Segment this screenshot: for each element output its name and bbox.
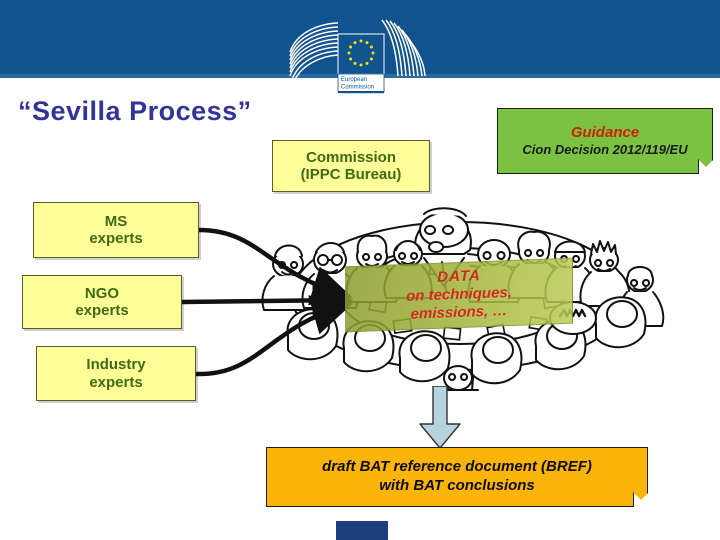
industry-experts-line1: Industry — [86, 356, 146, 374]
ngo-experts-line2: experts — [75, 302, 129, 319]
commission-box: Commission (IPPC Bureau) — [272, 140, 430, 192]
bref-box: draft BAT reference document (BREF) with… — [266, 447, 648, 507]
bref-text: draft BAT reference document (BREF) with… — [266, 447, 648, 507]
guidance-box: Guidance Cion Decision 2012/119/EU — [497, 108, 713, 174]
bref-line2: with BAT conclusions — [379, 477, 535, 494]
industry-experts-line2: experts — [89, 373, 143, 391]
guidance-subtitle: Cion Decision 2012/119/EU — [522, 142, 688, 158]
data-line1: DATA — [437, 267, 481, 287]
arrow-ms-to-data — [198, 227, 353, 306]
commission-line1: Commission — [305, 148, 396, 166]
ms-experts-line1: MS — [104, 212, 128, 230]
industry-experts-box: Industry experts — [36, 346, 196, 401]
bref-line1: draft BAT reference document (BREF) — [322, 458, 592, 476]
ms-experts-line2: experts — [89, 230, 143, 247]
bref-sheet — [266, 447, 648, 507]
logo-line2: Commission — [341, 85, 374, 91]
connector-arrows — [0, 150, 720, 440]
ms-experts-box: MS experts — [33, 202, 199, 258]
ngo-experts-line1: NGO — [84, 284, 120, 302]
arrow-industry-to-data — [195, 295, 353, 377]
european-commission-logo: European Commission — [286, 12, 436, 94]
logo-line1: European — [341, 77, 367, 83]
data-text: DATA on techniques, emissions, … — [345, 258, 573, 333]
data-box: DATA on techniques, emissions, … — [345, 257, 573, 333]
arrow-ngo-to-data — [181, 280, 353, 321]
commission-line2: (IPPC Bureau) — [300, 166, 402, 183]
guidance-title: Guidance — [570, 123, 640, 141]
bottom-blue-marker — [336, 521, 388, 540]
data-line3: emissions, … — [410, 301, 508, 323]
guidance-sheet — [497, 108, 713, 174]
page-title: “Sevilla Process” — [18, 96, 252, 126]
ngo-experts-box: NGO experts — [22, 275, 182, 329]
guidance-text: Guidance Cion Decision 2012/119/EU — [497, 108, 713, 174]
down-arrow-icon — [418, 385, 462, 450]
